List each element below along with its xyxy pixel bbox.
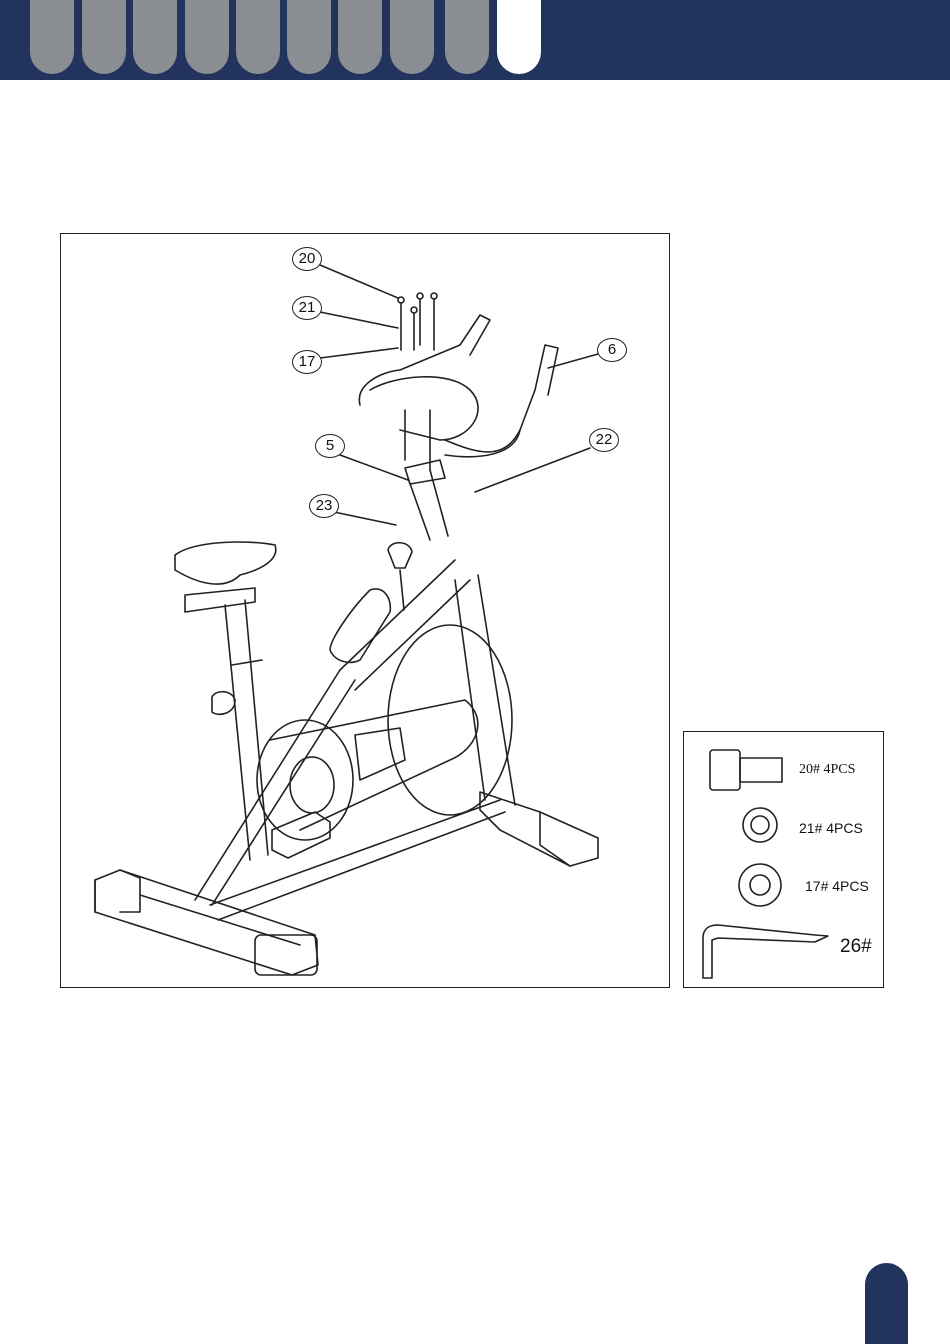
part-17-label: 17# 4PCS bbox=[805, 878, 869, 894]
callout-23: 23 bbox=[309, 494, 339, 518]
callout-22: 22 bbox=[589, 428, 619, 452]
callout-21: 21 bbox=[292, 296, 322, 320]
callout-17: 17 bbox=[292, 350, 322, 374]
callout-6: 6 bbox=[597, 338, 627, 362]
part-20-label: 20# 4PCS bbox=[799, 762, 855, 778]
callout-5: 5 bbox=[315, 434, 345, 458]
part-26-label: 26# bbox=[840, 936, 872, 958]
page-number-tab bbox=[865, 1263, 908, 1344]
callout-20: 20 bbox=[292, 247, 322, 271]
part-21-label: 21# 4PCS bbox=[799, 820, 863, 836]
